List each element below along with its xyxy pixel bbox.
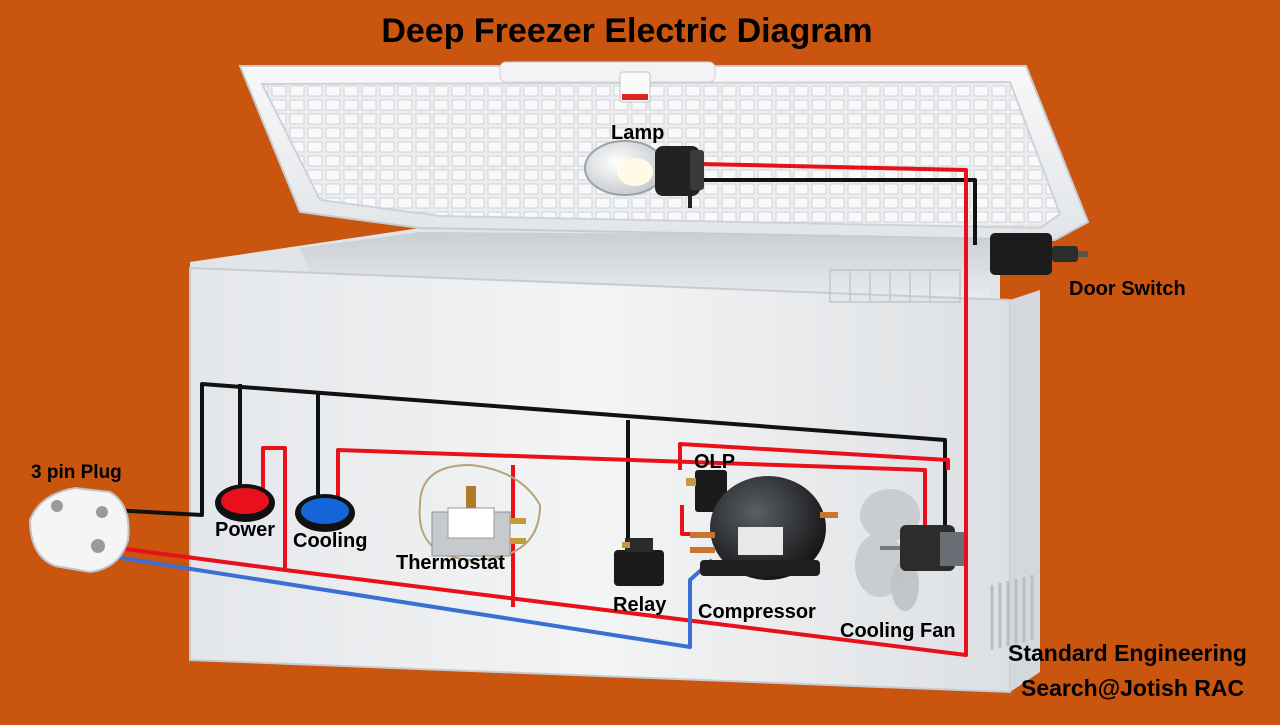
lamp-label: Lamp xyxy=(611,122,665,144)
door-switch-icon xyxy=(990,233,1088,275)
cooling-fan-label: Cooling Fan xyxy=(840,620,956,642)
power-label: Power xyxy=(215,519,276,541)
plug-label: 3 pin Plug xyxy=(31,462,122,483)
credit-line-1: Standard Engineering xyxy=(1008,640,1247,666)
power-indicator-icon xyxy=(215,484,275,522)
door-switch-label: Door Switch xyxy=(1069,278,1186,300)
thermostat-label: Thermostat xyxy=(396,552,505,574)
credit-line-2: Search@Jotish RAC xyxy=(1021,675,1245,701)
plug-icon xyxy=(28,486,130,574)
lamp-icon xyxy=(584,140,704,208)
thermostat-icon xyxy=(418,463,542,562)
page-title: Deep Freezer Electric Diagram xyxy=(381,12,873,50)
olp-label: OLP xyxy=(694,451,736,473)
freezer-body xyxy=(189,228,1040,694)
relay-label: Relay xyxy=(613,594,667,616)
compressor-label: Compressor xyxy=(698,601,816,623)
compressor-icon xyxy=(690,476,838,580)
neutral-wires xyxy=(109,178,977,548)
relay-icon xyxy=(614,538,664,586)
cooling-label: Cooling xyxy=(293,530,368,552)
cooling-fan-icon xyxy=(855,489,964,611)
cooling-indicator-icon xyxy=(295,494,355,532)
phase-wires xyxy=(117,162,968,657)
